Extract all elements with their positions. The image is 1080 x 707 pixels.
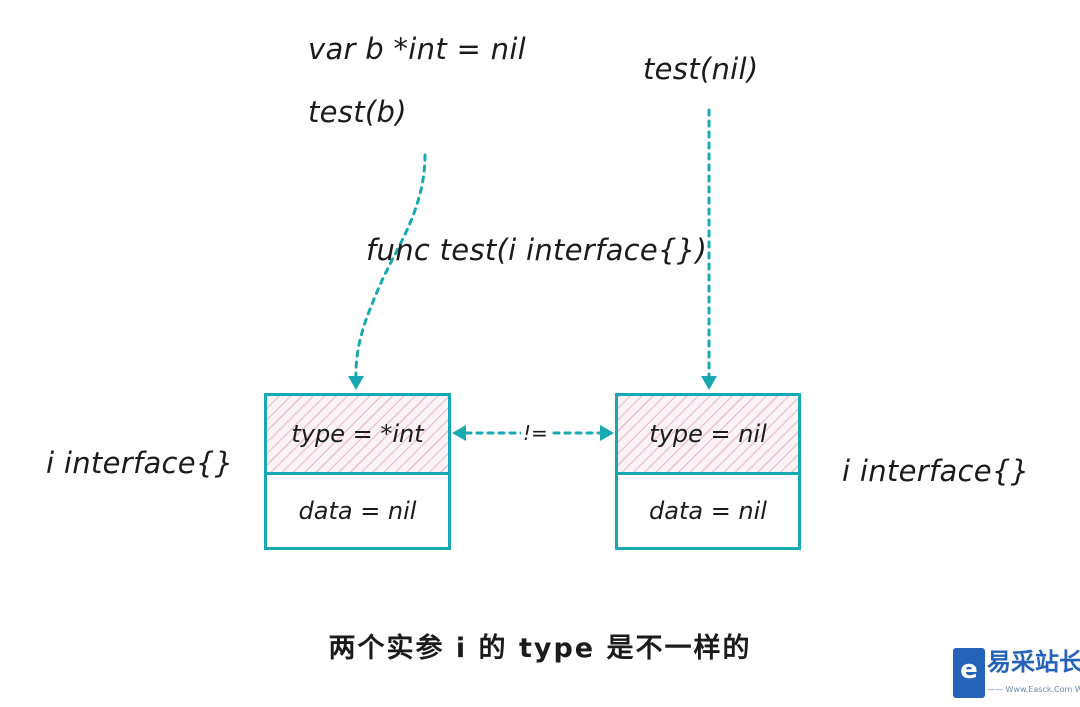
left-interface-label: i interface{} [46, 446, 234, 480]
left-data-text: data = nil [298, 497, 417, 525]
left-data-cell: data = nil [267, 475, 448, 547]
right-call: test(nil) [643, 52, 759, 86]
watermark: e 易采站长站 —— Www.Easck.Com Webmaster [951, 642, 1080, 707]
caption: 两个实参 i 的 type 是不一样的 [328, 633, 752, 664]
left-call: test(b) [308, 95, 407, 129]
watermark-name: 易采站长站 [987, 648, 1080, 676]
down-arrow-icon [701, 376, 717, 390]
right-interface-label: i interface{} [842, 454, 1030, 488]
watermark-logo-icon: e [953, 648, 985, 698]
left-call-arrow [354, 153, 427, 382]
func-signature: func test(i interface{}) [366, 233, 708, 267]
right-type-text: type = nil [649, 420, 767, 448]
watermark-sub: —— Www.Easck.Com Webmaster [987, 685, 1080, 694]
left-type-text: type = *int [291, 420, 424, 448]
left-type-cell: type = *int [267, 396, 448, 475]
not-equal-label: != [521, 421, 550, 445]
left-declaration: var b *int = nil [308, 32, 527, 66]
down-arrow-icon [348, 376, 364, 390]
right-interface-box: type = nil data = nil [615, 393, 801, 550]
right-type-cell: type = nil [618, 396, 798, 475]
double-headed-arrow-icon [452, 425, 466, 441]
right-data-text: data = nil [649, 497, 767, 525]
right-data-cell: data = nil [618, 475, 798, 547]
left-interface-box: type = *int data = nil [264, 393, 451, 550]
